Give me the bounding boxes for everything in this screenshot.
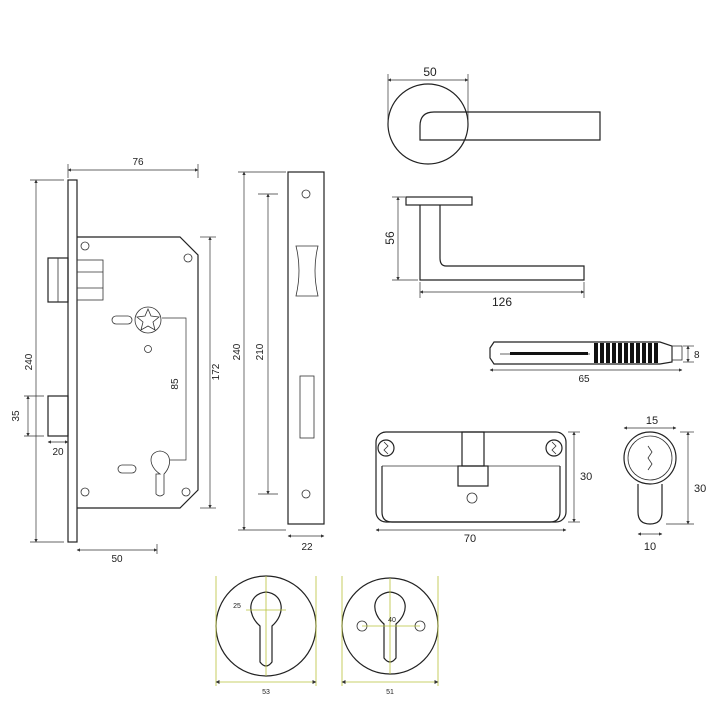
screw-hole	[80, 487, 90, 497]
dim-strike-width: 22	[301, 542, 313, 553]
lock-case-outline	[77, 236, 199, 509]
cylinder-cutout	[150, 450, 170, 497]
follower-hub	[134, 306, 162, 334]
cylinder-inner	[381, 466, 561, 523]
dim-strike-inner-height: 210	[255, 343, 266, 360]
dim-faceplate-height: 240	[24, 353, 35, 370]
latch-opening	[295, 245, 319, 297]
screw-hole	[301, 189, 311, 199]
cylinder-end-view: 15 30 10	[623, 415, 706, 553]
cam	[457, 465, 489, 487]
cylinder-end-face	[623, 431, 677, 485]
escutcheon-right-cutout	[374, 591, 406, 663]
strike-plate-dimensions: 240 210 22	[232, 171, 325, 553]
rose-plate	[405, 196, 473, 206]
dim-rose-diameter: 50	[423, 65, 437, 79]
strike-plate-outline	[287, 171, 325, 525]
cylinder-end-outline	[637, 484, 663, 525]
centre-bracket	[162, 317, 187, 461]
screw-hole	[183, 253, 193, 263]
keyway-icon	[647, 445, 653, 471]
handle-side-view: 56 126	[383, 196, 585, 309]
screw-hole	[144, 345, 152, 353]
key-plug-right	[545, 439, 563, 457]
escutcheon-right: 40 51	[341, 576, 439, 696]
screw-hole	[80, 241, 90, 251]
dim-right-diameter: 51	[386, 689, 394, 696]
dim-handle-length: 126	[492, 295, 512, 309]
escutcheon-left-cutout	[250, 591, 282, 667]
bolt-opening	[299, 375, 315, 439]
dim-body-width: 50	[111, 554, 123, 565]
dim-handle-height: 56	[383, 231, 397, 245]
handle-lever	[419, 111, 601, 141]
dim-body-height: 172	[211, 363, 222, 380]
dim-latch-offset: 35	[11, 410, 22, 422]
deadbolt	[47, 395, 69, 437]
latch-housing	[76, 259, 104, 301]
key-plug-left	[377, 439, 395, 457]
slot	[117, 464, 137, 474]
key-groove	[510, 352, 588, 355]
dim-key-length: 65	[578, 374, 590, 385]
key: 65 8	[489, 341, 700, 385]
dim-backset: 76	[132, 157, 144, 168]
slot	[111, 315, 133, 325]
key-grip-ridges	[594, 343, 658, 363]
cam-slot	[461, 431, 485, 467]
euro-cylinder: 70 30	[375, 431, 592, 545]
dim-left-inner: 25	[233, 603, 241, 610]
star-follower-icon	[136, 307, 160, 331]
dim-latch-width: 20	[52, 447, 64, 458]
strike-plate	[287, 171, 325, 525]
screw-hole	[181, 487, 191, 497]
lever-side	[419, 205, 585, 281]
dim-right-inner: 40	[388, 617, 396, 624]
dim-key-width: 8	[694, 350, 700, 361]
key-tip	[671, 345, 683, 361]
fixing-hole	[466, 492, 478, 504]
dim-strike-height: 240	[232, 343, 243, 360]
cylinder-outline	[375, 431, 567, 523]
key-outline	[489, 341, 673, 365]
dim-cylinder-height: 30	[580, 471, 592, 483]
escutcheon-left: 25 53	[215, 575, 317, 696]
dim-end-bottom-width: 10	[644, 541, 656, 553]
handle-rose	[387, 83, 469, 165]
dim-end-height: 30	[694, 483, 706, 495]
dim-left-diameter: 53	[262, 689, 270, 696]
dim-centre-distance: 85	[170, 378, 181, 390]
dim-cylinder-length: 70	[464, 533, 476, 545]
handle-top-view: 50	[387, 65, 601, 165]
mortise-lock-body	[47, 179, 199, 543]
screw-hole	[301, 489, 311, 499]
dim-end-width: 15	[646, 415, 658, 427]
faceplate	[67, 179, 78, 543]
lock-body-dimensions: 240 76 172 85 50 35 20	[11, 157, 222, 565]
